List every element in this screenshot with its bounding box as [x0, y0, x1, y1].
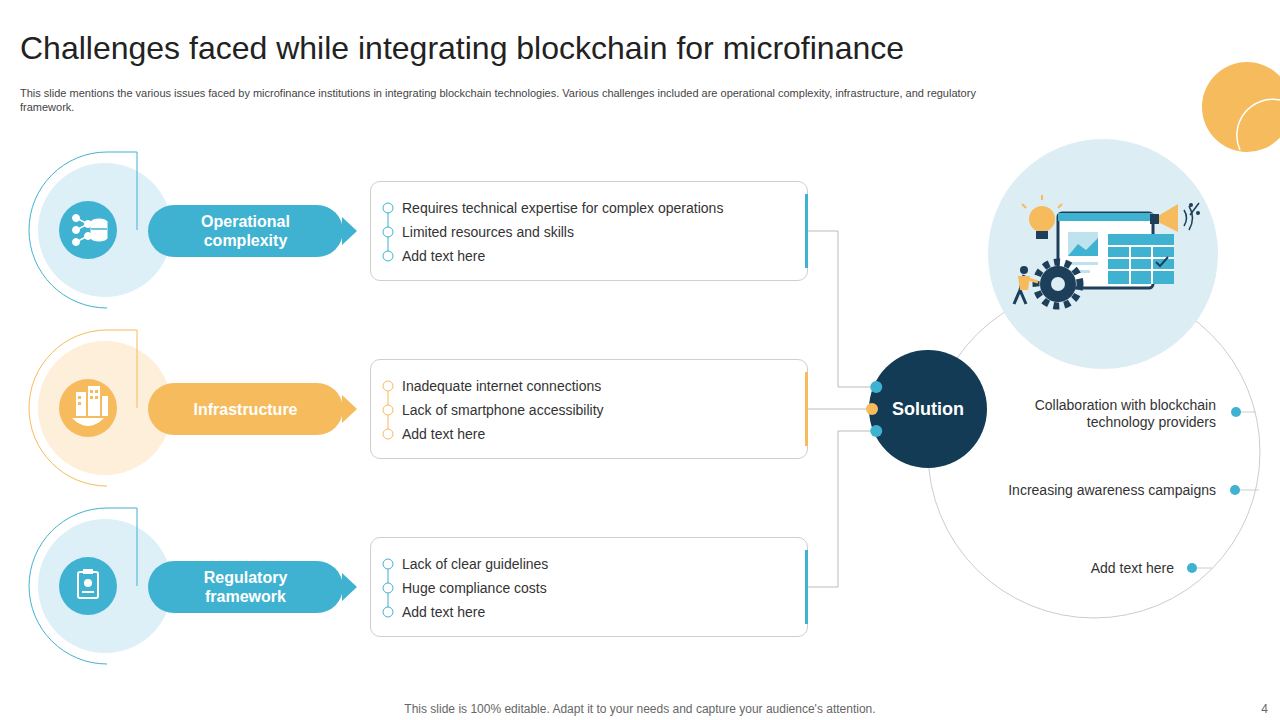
illustration — [988, 139, 1218, 369]
footer-note: This slide is 100% editable. Adapt it to… — [240, 702, 1040, 716]
solution-item: Increasing awareness campaigns — [916, 482, 1216, 499]
bullet-text: Add text here — [402, 422, 797, 446]
bullet-dot — [383, 227, 393, 237]
connector — [808, 431, 873, 587]
connector — [808, 409, 869, 410]
connector-dot — [870, 381, 882, 393]
bullet-dot — [383, 583, 393, 593]
bullet-stem — [388, 386, 389, 434]
bullet-box: Lack of clear guidelinesHuge compliance … — [370, 537, 808, 637]
bullet-stem — [388, 208, 389, 256]
bullet-dot — [383, 429, 393, 439]
bullet-text: Limited resources and skills — [402, 220, 797, 244]
bullet-dot — [383, 381, 393, 391]
bullet-box: Inadequate internet connectionsLack of s… — [370, 359, 808, 459]
slide-description: This slide mentions the various issues f… — [20, 86, 1000, 114]
bullet-text: Inadequate internet connections — [402, 374, 797, 398]
accent-bar — [805, 194, 808, 268]
bullet-text: Lack of smartphone accessibility — [402, 398, 797, 422]
bullet-text: Add text here — [402, 600, 797, 624]
bullet-dot — [383, 251, 393, 261]
challenge-pill: Infrastructure — [148, 383, 343, 435]
connector-dot — [866, 403, 878, 415]
challenge-pill: Regulatory framework — [148, 561, 343, 613]
node-label: Regulatory framework — [166, 568, 325, 606]
bullet-text: Add text here — [402, 244, 797, 268]
accent-bar — [805, 372, 808, 446]
connector-dot — [870, 425, 882, 437]
bullet-text: Requires technical expertise for complex… — [402, 196, 797, 220]
bullet-dot — [383, 203, 393, 213]
corner-circle — [1202, 62, 1280, 152]
challenge-pill: Operational complexity — [148, 205, 343, 257]
bullet-dot — [383, 405, 393, 415]
page-number: 4 — [1240, 702, 1268, 716]
solution-item: Add text here — [916, 560, 1174, 577]
node-label: Solution — [892, 399, 964, 420]
solution-circle: Solution — [869, 350, 987, 468]
connector — [808, 231, 873, 387]
bullet-dot — [383, 607, 393, 617]
bullet-text: Lack of clear guidelines — [402, 552, 797, 576]
slide-title: Challenges faced while integrating block… — [20, 30, 904, 67]
node-label: Operational complexity — [166, 212, 325, 250]
solution-item: Collaboration with blockchain technology… — [1006, 397, 1216, 431]
bullet-text: Huge compliance costs — [402, 576, 797, 600]
bullet-box: Requires technical expertise for complex… — [370, 181, 808, 281]
node-label: Infrastructure — [193, 400, 297, 419]
accent-bar — [805, 550, 808, 624]
corner-arc — [1237, 99, 1280, 150]
bullet-dot — [383, 559, 393, 569]
bullet-stem — [388, 564, 389, 612]
